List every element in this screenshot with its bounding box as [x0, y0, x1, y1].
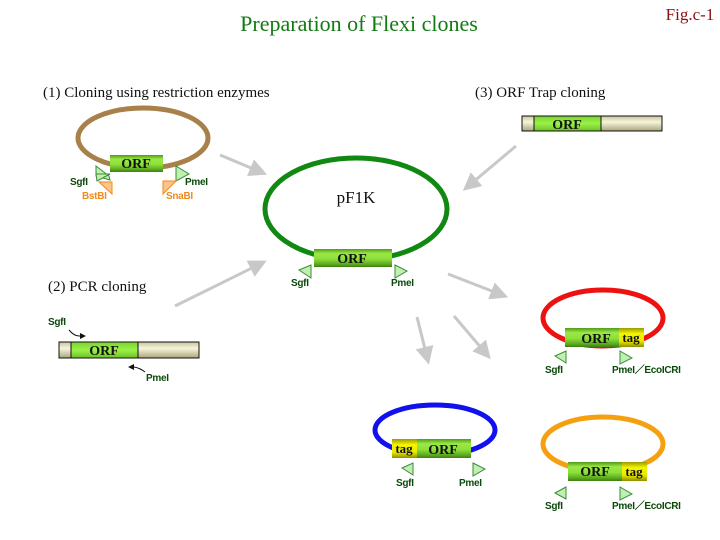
orf-label: ORF: [121, 157, 151, 172]
trap-fragment: ORF: [521, 115, 663, 133]
orf-segment: [533, 115, 602, 132]
site-label-sgfi: SgfI: [396, 478, 414, 489]
site-marker-sgfi-shade-icon: [95, 173, 111, 182]
orf-segment: [417, 439, 471, 458]
site-label-pmei: PmeI: [185, 177, 208, 188]
site-marker-sgfi-icon: [297, 264, 312, 279]
figure-label: Fig.c-1: [666, 5, 715, 24]
pf1k-vector: ORF pF1K SgfI PmeI: [262, 155, 450, 289]
site-marker-pmei-icon: [175, 165, 191, 182]
site-label-pmei: PmeI: [391, 278, 414, 289]
orf-label: ORF: [428, 443, 458, 458]
tag-label: tag: [622, 330, 640, 345]
arrow-vector-to-blue-icon: [415, 316, 434, 365]
tag-label: tag: [625, 464, 643, 479]
orf-segment: [314, 249, 392, 267]
product-orange-plasmid: ORF tag SgfI PmeI／EcoICRI: [540, 414, 681, 512]
reverse-primer-arrow-icon: [128, 364, 146, 373]
page-title: Preparation of Flexi clones: [240, 11, 478, 36]
site-label-sgfi: SgfI: [545, 365, 563, 376]
site-marker-bstbi-icon: [97, 181, 113, 196]
site-marker-pmei-icon: [394, 264, 409, 279]
tag-label: tag: [395, 441, 413, 456]
orf-segment: [565, 328, 621, 347]
orf-label: ORF: [581, 332, 611, 347]
flow-arrows: [174, 144, 517, 365]
orf-label: ORF: [337, 252, 367, 267]
tag-segment: [392, 439, 418, 458]
section-label-trap: (3) ORF Trap cloning: [475, 85, 606, 101]
product-blue-plasmid: tag ORF SgfI PmeI: [372, 402, 498, 489]
primer-label-sgfi: SgfI: [48, 317, 66, 328]
site-label-sgfi: SgfI: [291, 278, 309, 289]
section-label-pcr: (2) PCR cloning: [48, 279, 147, 295]
arrow-restriction-to-vector-icon: [219, 153, 268, 176]
site-label-pmei-ecoicri: PmeI／EcoICRI: [612, 363, 681, 376]
tag-segment: [619, 328, 644, 347]
restriction-plasmid: ORF SgfI BstBI PmeI SnaBI: [70, 105, 211, 202]
arrow-vector-to-red-icon: [447, 272, 509, 300]
orf-label: ORF: [552, 118, 582, 133]
site-marker-sgfi-icon: [553, 486, 567, 500]
orf-label: ORF: [89, 344, 119, 359]
site-label-sgfi: SgfI: [545, 501, 563, 512]
site-marker-snabi-icon: [162, 180, 178, 196]
orf-segment: [110, 155, 163, 172]
section-label-restriction: (1) Cloning using restriction enzymes: [43, 85, 270, 101]
site-marker-pmei-icon: [619, 350, 634, 365]
plasmid-ring-green: [262, 155, 450, 263]
orf-label: ORF: [580, 465, 610, 480]
site-marker-sgfi-icon: [400, 462, 414, 476]
site-marker-pmei-icon: [472, 462, 487, 477]
arrow-vector-to-orange-icon: [452, 315, 491, 360]
orf-segment: [568, 462, 624, 481]
forward-primer-arrow-icon: [68, 329, 86, 339]
orf-segment: [70, 341, 139, 359]
tag-segment: [622, 462, 647, 481]
site-marker-pmei-icon: [619, 486, 634, 501]
site-label-pmei-ecoicri: PmeI／EcoICRI: [612, 499, 681, 512]
site-label-sgfi: SgfI: [70, 177, 88, 188]
site-marker-sgfi-icon: [553, 350, 567, 364]
pcr-fragment: ORF SgfI PmeI: [48, 317, 200, 384]
arrow-trap-to-vector-icon: [462, 144, 517, 191]
site-label-bstbi: BstBI: [82, 191, 107, 202]
site-label-pmei: PmeI: [459, 478, 482, 489]
site-label-snabi: SnaBI: [166, 191, 193, 202]
vector-name: pF1K: [337, 188, 376, 207]
arrow-pcr-to-vector-icon: [174, 260, 267, 308]
product-red-plasmid: ORF tag SgfI PmeI／EcoICRI: [540, 287, 681, 376]
primer-label-pmei: PmeI: [146, 373, 169, 384]
